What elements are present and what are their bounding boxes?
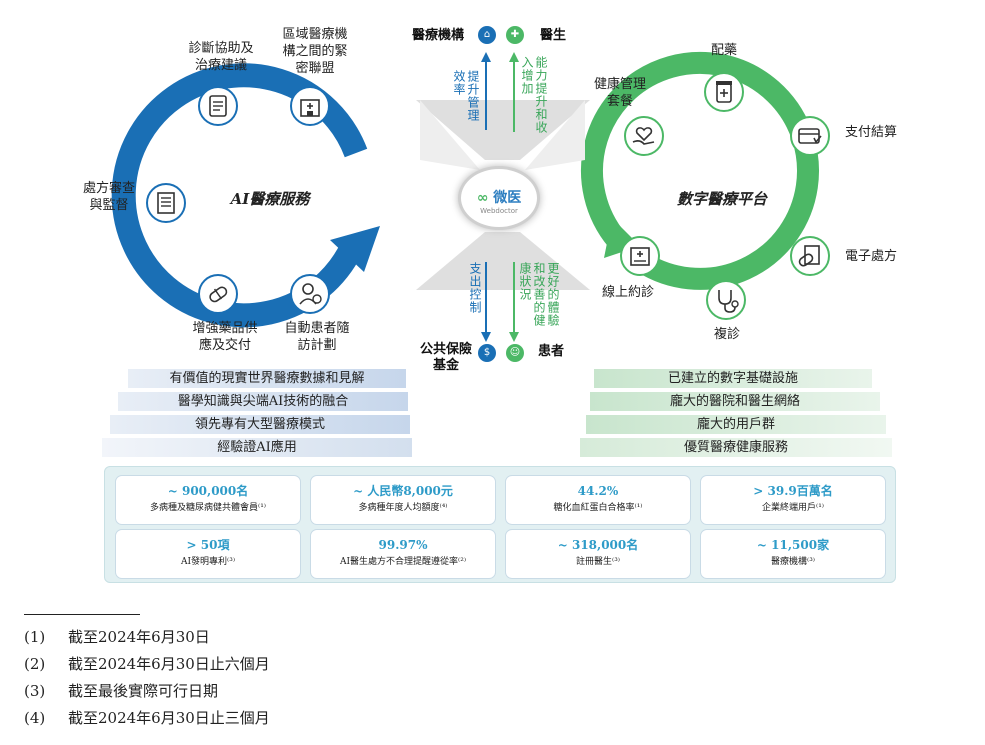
insurance-badge-icon: $ [478, 344, 496, 362]
footnote-text: 截至2024年6月30日止三個月 [68, 709, 270, 727]
footnote-text: 截至2024年6月30日止六個月 [68, 655, 270, 673]
payment-icon [790, 116, 830, 156]
left-band-4: 經驗證AI應用 [102, 438, 412, 457]
right-item-health-package: 健康管理 套餐 [593, 77, 646, 109]
right-band-3: 龐大的用戶群 [586, 415, 886, 434]
e-prescription-icon [790, 236, 830, 276]
footnote-number: (2) [24, 655, 46, 673]
right-band-1: 已建立的數字基礎設施 [594, 369, 872, 388]
center-bottom-green-text: 更好的體驗 和改善的健 康狀況 [518, 262, 560, 327]
stethoscope-icon [706, 280, 746, 320]
medicine-icon [704, 72, 744, 112]
logo-text: 微医 [493, 190, 522, 206]
stat-value: 44.2% [577, 484, 619, 498]
hospital-badge-icon: ⌂ [478, 26, 496, 44]
diagnosis-icon [198, 86, 238, 126]
stat-value: ~ 318,000名 [557, 538, 639, 552]
doctor-badge-icon: ✚ [506, 26, 524, 44]
health-package-icon [624, 116, 664, 156]
center-bottom-blue-text: 支出控制 [468, 262, 482, 314]
stat-caption: 糖化血紅蛋白合格率⁽¹⁾ [553, 503, 643, 513]
footnote-item: (2) 截至2024年6月30日止六個月 [24, 654, 270, 674]
right-item-medicine: 配藥 [710, 43, 737, 58]
right-band-4: 優質醫療健康服務 [580, 438, 892, 457]
hospital-network-icon [290, 86, 330, 126]
footnote-item: (1) 截至2024年6月30日 [24, 627, 210, 647]
stat-card: 99.97% AI醫生處方不合理提醒遵從率⁽²⁾ [310, 529, 496, 579]
center-top-right-label: 醫生 [540, 28, 567, 43]
stat-caption: 醫療機構⁽³⁾ [770, 557, 816, 567]
stat-caption: 註冊醫生⁽³⁾ [575, 557, 621, 567]
stat-card: 44.2% 糖化血紅蛋白合格率⁽¹⁾ [505, 475, 691, 525]
stat-caption: 企業終端用戶⁽¹⁾ [761, 503, 825, 513]
left-item-followup: 自動患者隨 訪計劃 [284, 321, 350, 353]
stat-card: > 39.9百萬名 企業終端用戶⁽¹⁾ [700, 475, 886, 525]
stat-caption: AI發明專利⁽³⁾ [180, 557, 236, 567]
logo-mark-icon: ∞ [476, 190, 489, 206]
footnote-item: (4) 截至2024年6月30日止三個月 [24, 708, 270, 728]
pill-delivery-icon [198, 274, 238, 314]
footnote-text: 截至2024年6月30日 [68, 628, 210, 646]
center-top-green-text: 能力提升和收 入增加 [520, 56, 548, 134]
stat-card: ~ 11,500家 醫療機構⁽³⁾ [700, 529, 886, 579]
center-top-blue-text: 提升管理 效率 [452, 70, 480, 122]
stats-panel: ~ 900,000名 多病種及糖尿病健共體會員⁽¹⁾ ~ 人民幣8,000元 多… [104, 466, 896, 583]
right-item-e-prescription: 電子處方 [844, 249, 897, 264]
footnote-item: (3) 截至最後實際可行日期 [24, 681, 218, 701]
left-band-1: 有價值的現實世界醫療數據和見解 [128, 369, 406, 388]
stat-value: ~ 11,500家 [756, 538, 830, 552]
stat-card: ~ 900,000名 多病種及糖尿病健共體會員⁽¹⁾ [115, 475, 301, 525]
right-item-payment: 支付結算 [844, 125, 897, 140]
stat-card: > 50項 AI發明專利⁽³⁾ [115, 529, 301, 579]
stat-value: 99.97% [378, 538, 428, 552]
left-item-diagnosis: 診斷協助及 治療建議 [188, 41, 254, 73]
stat-caption: AI醫生處方不合理提醒遵從率⁽²⁾ [339, 557, 467, 567]
online-appointment-icon [620, 236, 660, 276]
stat-caption: 多病種及糖尿病健共體會員⁽¹⁾ [149, 503, 267, 513]
right-item-online-appointment: 線上約診 [601, 285, 654, 300]
footnote-text: 截至最後實際可行日期 [68, 682, 219, 700]
stat-value: > 50項 [186, 538, 230, 552]
footnote-number: (1) [24, 628, 46, 646]
center-top-left-label: 醫療機構 [412, 28, 465, 43]
left-item-prescription: 處方審查 與監督 [82, 181, 135, 213]
left-band-3: 領先專有大型醫療模式 [110, 415, 410, 434]
footnote-number: (3) [24, 682, 46, 700]
logo-subtext: Webdoctor [480, 207, 518, 215]
stat-card: ~ 人民幣8,000元 多病種年度人均額度⁽⁴⁾ [310, 475, 496, 525]
right-band-2: 龐大的醫院和醫生網絡 [590, 392, 880, 411]
left-band-2: 醫學知識與尖端AI技術的融合 [118, 392, 408, 411]
stat-card: ~ 318,000名 註冊醫生⁽³⁾ [505, 529, 691, 579]
patient-badge-icon: ☺ [506, 344, 524, 362]
footnote-number: (4) [24, 709, 46, 727]
center-bottom-left-label: 公共保險 基金 [419, 342, 472, 373]
stat-caption: 多病種年度人均額度⁽⁴⁾ [358, 503, 448, 513]
left-hub-title: AI醫療服務 [230, 190, 310, 208]
right-hub-title: 數字醫療平台 [676, 190, 767, 208]
left-item-pharma: 增強藥品供 應及交付 [192, 321, 258, 353]
stat-value: ~ 人民幣8,000元 [353, 484, 453, 498]
right-item-followup: 複診 [713, 327, 740, 342]
patient-followup-icon [290, 274, 330, 314]
center-bottom-right-label: 患者 [538, 344, 565, 359]
stat-value: ~ 900,000名 [167, 484, 249, 498]
stat-value: > 39.9百萬名 [753, 484, 833, 498]
center-logo: ∞ 微医 Webdoctor [458, 166, 540, 230]
footnote-divider [24, 614, 140, 615]
left-item-network: 區域醫療機 構之間的緊 密聯盟 [282, 27, 348, 76]
prescription-review-icon [146, 183, 186, 223]
